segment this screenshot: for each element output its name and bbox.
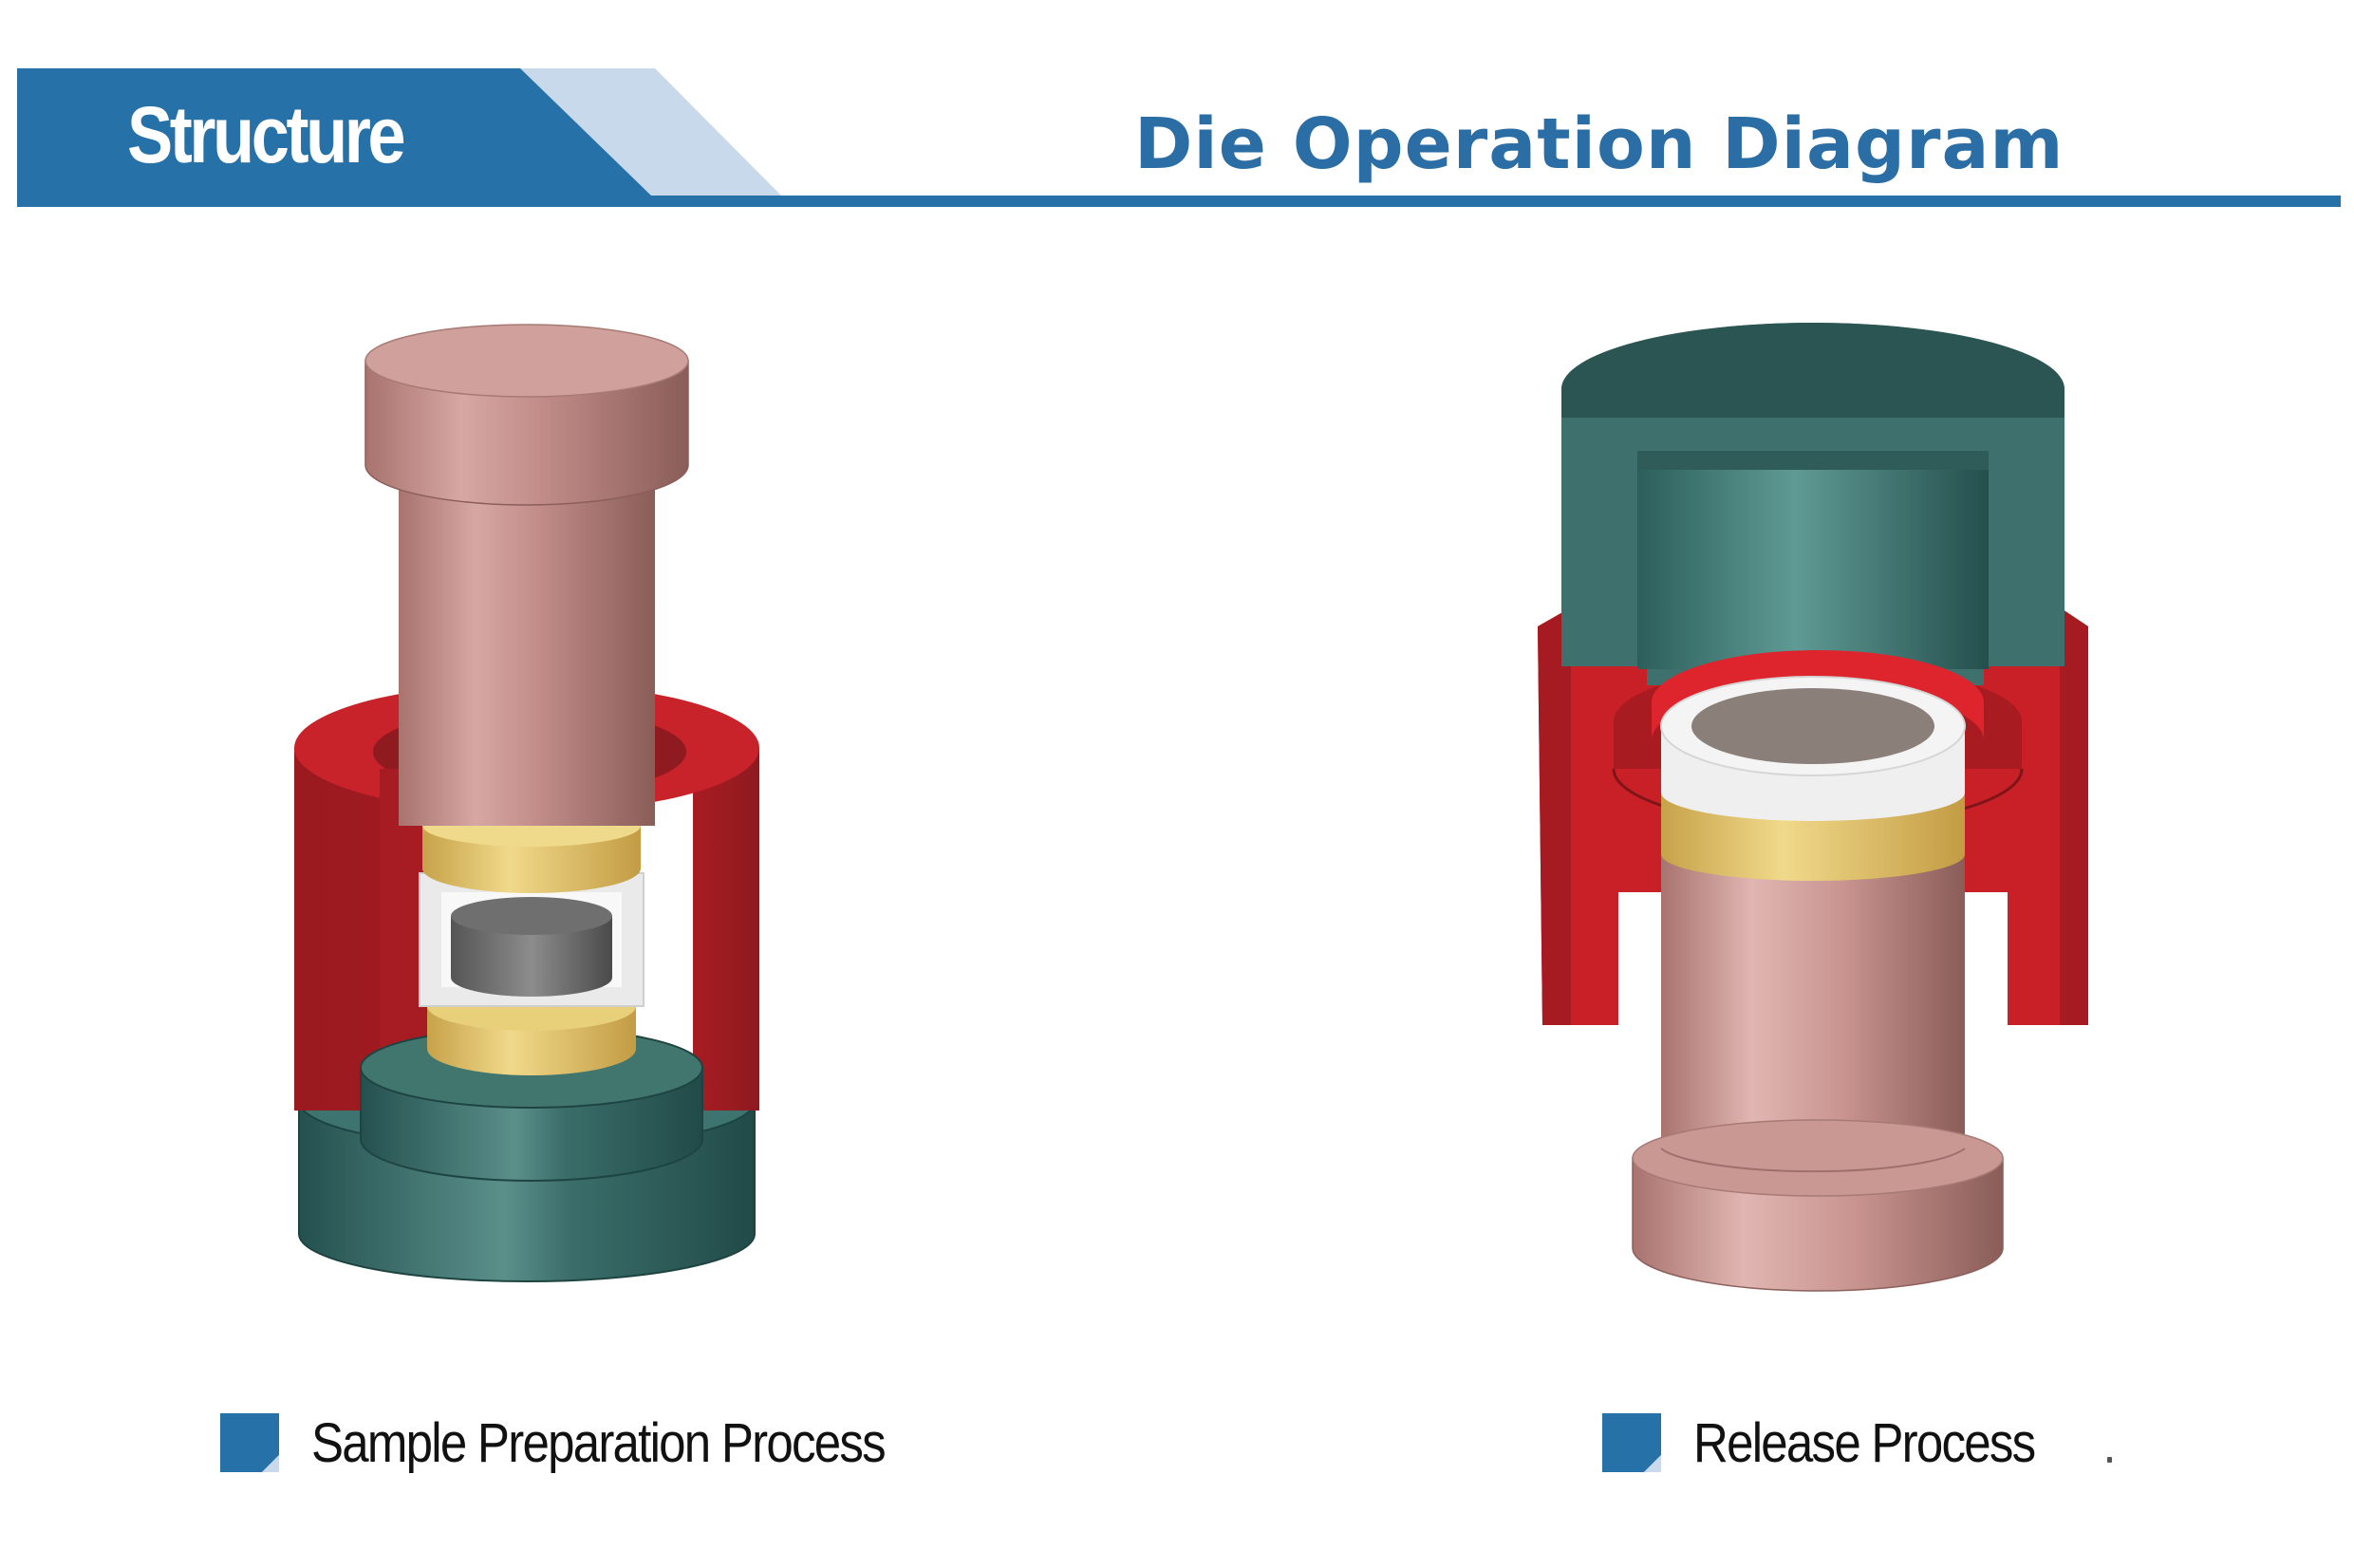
lower-punch	[1632, 854, 2004, 1292]
header-graphic	[17, 68, 2341, 207]
header-underline	[17, 196, 2341, 207]
caption-sample-preparation: Sample Preparation Process	[220, 1405, 962, 1481]
release-process-illustration	[1528, 323, 2098, 1329]
header-banner: Structure Die Operation Diagram	[0, 0, 2354, 228]
upper-cap	[1561, 323, 2064, 685]
blue-square-bullet-icon	[220, 1413, 279, 1472]
sample-preparation-illustration	[275, 323, 807, 1329]
blue-square-bullet-icon	[1602, 1413, 1661, 1472]
section-tab-label: Structure	[127, 90, 406, 179]
decorative-dot	[2107, 1457, 2112, 1463]
caption-text: Release Process	[1693, 1411, 2036, 1474]
die-release-image	[1538, 323, 2088, 1292]
caption-release: Release Process	[1602, 1405, 2081, 1481]
caption-text: Sample Preparation Process	[311, 1411, 887, 1474]
upper-punch	[364, 324, 689, 826]
die-assembly-image	[294, 324, 759, 1282]
release-ring	[1652, 650, 1984, 740]
page-title: Die Operation Diagram	[1134, 103, 2064, 185]
sample	[451, 897, 612, 997]
released-sample	[1691, 688, 1934, 764]
header-tab-shape	[17, 68, 653, 197]
